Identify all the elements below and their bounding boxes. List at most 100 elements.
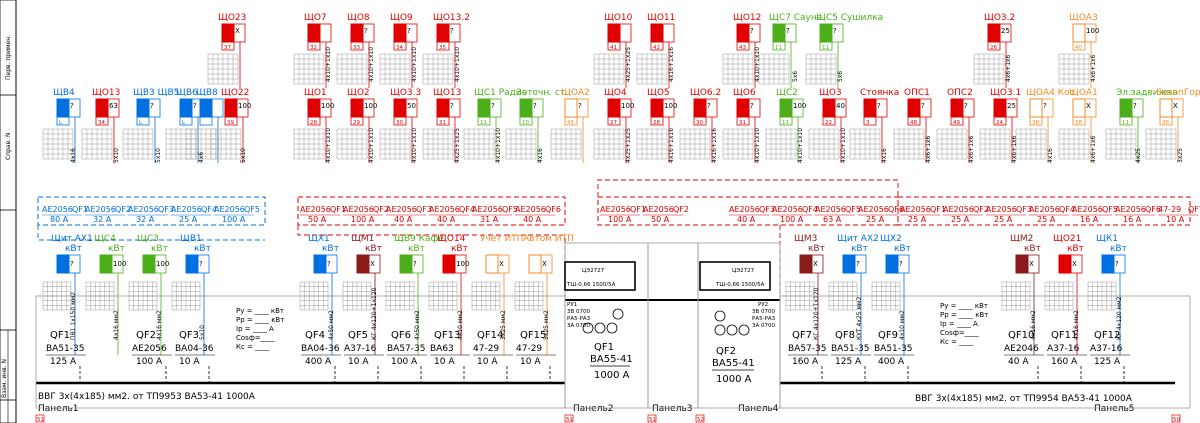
low-cable-5: КГ 4х120+1х120 — [371, 287, 378, 340]
mid-consumer-11: Заточн. ст.?10 — [505, 88, 568, 163]
top-consumer-8: ЩС7 Сауна?11 — [758, 13, 822, 88]
feeder-breaker-id: QF2 — [136, 330, 156, 341]
mid-breaker-rating-0: 50 А — [308, 215, 327, 224]
consumer-rating: 63 — [109, 102, 118, 110]
consumer-number: 48 — [910, 120, 917, 126]
consumer-label: ЩВ4 — [53, 88, 75, 98]
panel-3-label: Панель3 — [652, 404, 693, 414]
low-consumer-rating: X — [1072, 260, 1077, 268]
consumer-number: 28 — [310, 120, 317, 126]
low-cable-0: ПВ1 1х150 мм2 — [70, 292, 77, 340]
feed-line-mid — [297, 225, 566, 300]
consumer-symbol — [993, 98, 1007, 118]
feeder-breaker-id: QF4 — [305, 330, 325, 341]
low-consumer-label: ЩМ1 — [351, 234, 374, 244]
mid-consumer-21: ОПС2?49 — [936, 88, 975, 163]
consumer-symbol — [822, 98, 836, 118]
mid-cable-13: 4х16+1х16 — [711, 128, 718, 163]
feeder-breaker-id: QF5 — [348, 330, 368, 341]
consumer-number: L — [59, 120, 63, 126]
feeder-breaker-id: QF11 — [1051, 330, 1077, 341]
far-breaker-type-6: 47-29 — [1158, 205, 1181, 214]
left-breaker-rating-4: 100 А — [222, 215, 246, 224]
far-breaker-rating-0: 25 А — [908, 215, 927, 224]
main-breaker-1: ЦЭ2727 ТШ-0,66 1500/5А QF1 ВА55-41 1000 … — [564, 261, 636, 381]
ct-1-model: ТШ-0,66 1500/5А — [566, 282, 616, 288]
mid-consumer-9: ЩО13?31 — [422, 88, 461, 163]
mid-cable-4: 5х10 — [240, 148, 247, 163]
consumer-label: Заточн. ст. — [516, 88, 568, 98]
calc-right-pu: Ру = ____ кВт — [940, 302, 988, 310]
right-breaker-rating-1: 50 А — [651, 215, 670, 224]
low-consumer-rating: X — [813, 260, 818, 268]
consumer-symbol — [393, 98, 407, 118]
low-consumer-rating: ? — [327, 260, 331, 268]
mid-cable-9: 4х10+1х10 — [495, 128, 502, 163]
consumer-label: ЩО1 — [304, 88, 327, 98]
consumer-label: Стоянка — [860, 88, 899, 98]
consumer-symbol — [650, 98, 664, 118]
low-consumer-rating: ? — [413, 260, 417, 268]
stamp-replaced: Взам. инв. N — [1, 359, 8, 398]
low-consumer-rating: 100 — [456, 260, 469, 268]
consumer-rating: 40 — [836, 102, 845, 110]
panel-2-label: Панель2 — [573, 404, 614, 414]
consumer-label: ОПС1 — [904, 88, 930, 98]
consumer-rating: ? — [750, 102, 754, 110]
mid-cable-2: 5х10 — [155, 148, 162, 163]
consumer-label: ЩОА1 — [1069, 88, 1098, 98]
consumer-number: 40 — [1075, 45, 1082, 51]
consumer-label: ЩО8 — [347, 13, 370, 23]
consumer-number: 37 — [224, 45, 231, 51]
top-cable-5: 4х16+1х16 — [668, 47, 675, 82]
left-breaker-type-0: АЕ2056 — [42, 205, 73, 214]
calc-left-ir: Iр = ____ А — [236, 325, 274, 333]
consumer-label: ЩО3 — [819, 88, 842, 98]
low-consumer-rating: ? — [856, 260, 860, 268]
feeder-breaker-type: А37-16 — [1090, 344, 1123, 354]
consumer-label: ЩО9 — [390, 13, 413, 23]
feeder-breaker-rating: 10 А — [434, 357, 455, 367]
consumer-rating: ? — [450, 102, 454, 110]
calc-left-pu: Ру = ____ кВт — [236, 307, 284, 315]
mid-consumer-25: Эл.задвижка?11 — [1105, 88, 1178, 163]
left-breaker-id-3: QF4 — [201, 205, 217, 214]
consumer-rating: ? — [707, 102, 711, 110]
low-consumer-unit: кВт — [851, 244, 868, 254]
consumer-label: ЩО3.1 — [990, 88, 1021, 98]
mid-breaker-rating-5: 40 А — [523, 215, 542, 224]
left-breaker-id-1: QF2 — [115, 205, 131, 214]
mid-breaker-rating-4: 31 А — [480, 215, 499, 224]
feeder-breaker-id: QF8 — [835, 330, 855, 341]
low-consumer-unit: кВт — [408, 244, 425, 254]
consumer-symbol — [607, 98, 621, 118]
consumer-label: ЩОА4 Кот — [1026, 88, 1075, 98]
mid-cable-18: 4х6+1х6 — [925, 135, 932, 163]
consumer-symbol — [477, 98, 491, 118]
low-consumer-unit: кВт — [808, 244, 825, 254]
consumer-symbol — [519, 98, 533, 118]
consumer-number: 43 — [739, 45, 746, 51]
mid-cable-16: 4х10+1х10 — [840, 128, 847, 163]
mid-cable-10: 4х16 — [537, 148, 544, 163]
right-breaker-id-4: QF5 — [845, 205, 861, 214]
consumer-symbol — [1159, 98, 1173, 118]
low-consumer-unit: кВт — [894, 244, 911, 254]
mid-consumer-10: ЩС1 Радио?11 — [463, 88, 528, 163]
far-breaker-rating-6: 10 А — [1166, 215, 1185, 224]
consumer-label: ЩВ8 — [196, 88, 218, 98]
consumer-number: 39 — [227, 120, 234, 126]
mid-consumer-19: Стоянка?3 — [849, 88, 899, 163]
mid-cable-22: 4х6+1х6 — [1090, 135, 1097, 163]
consumer-rating: ? — [578, 102, 582, 110]
feeder-breaker-rating: 10 А — [477, 357, 498, 367]
